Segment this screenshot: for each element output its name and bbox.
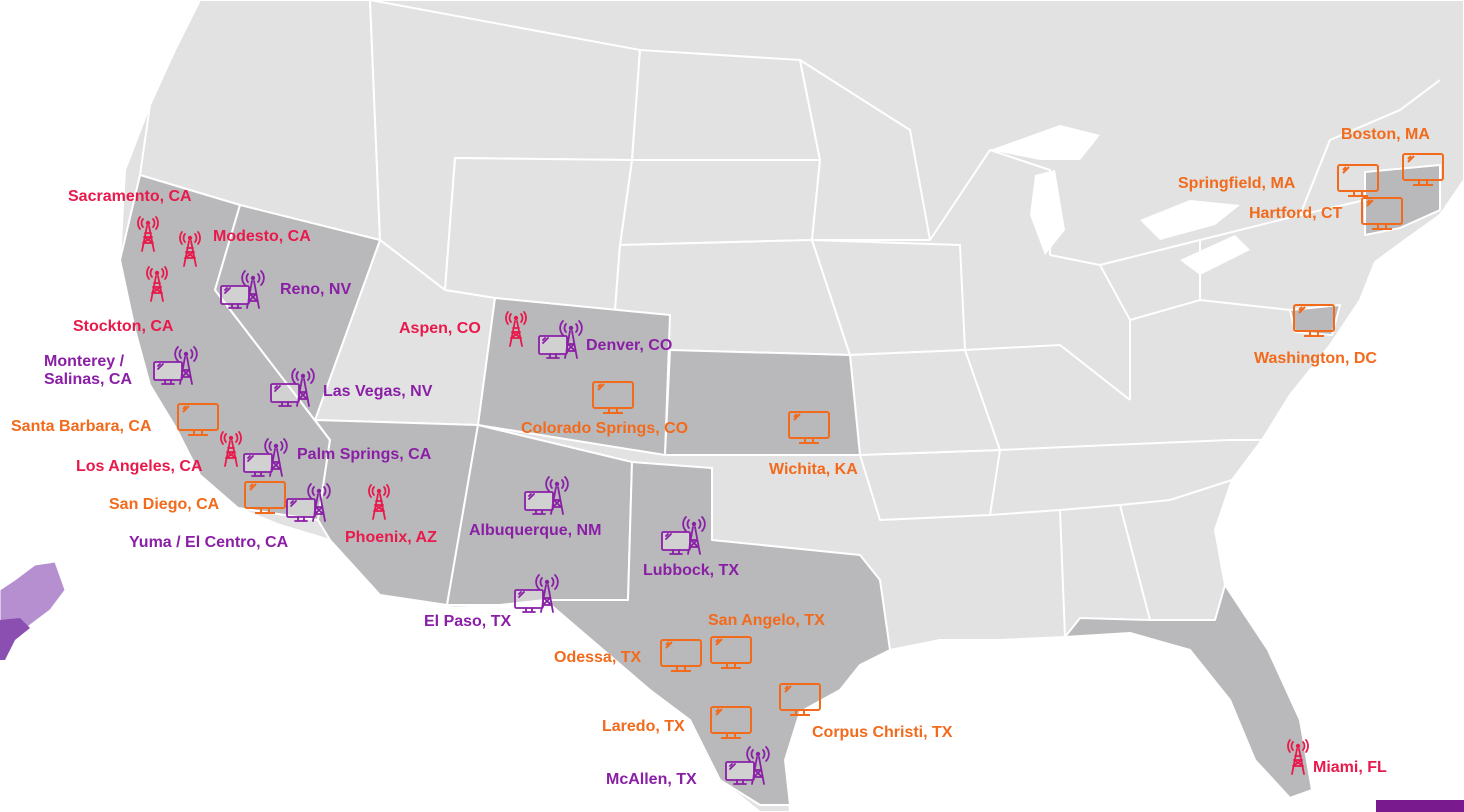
tv-radio-icon: [242, 436, 290, 480]
market-label-corpuschristi: Corpus Christi, TX: [812, 724, 953, 741]
state-kansas: [664, 349, 861, 456]
state-minnesota: [799, 59, 931, 241]
market-label-hartford: Hartford, CT: [1249, 205, 1343, 222]
tv-radio-icon: [152, 344, 200, 388]
market-label-monterey: Monterey /Salinas, CA: [44, 353, 133, 388]
tv-icon: [788, 411, 830, 444]
radio-tower-icon: [1286, 739, 1310, 776]
state-north-dakota: [631, 49, 821, 161]
tv-icon: [1360, 196, 1404, 232]
tv-radio-icon: [219, 268, 267, 312]
market-label-denver: Denver, CO: [586, 337, 673, 354]
market-label-boston: Boston, MA: [1341, 126, 1430, 143]
radio-tower-icon: [1287, 739, 1309, 775]
market-label-aspen: Aspen, CO: [399, 320, 481, 337]
market-label-springfield: Springfield, MA: [1178, 175, 1296, 192]
tv-radio-icon: [660, 514, 708, 558]
tv-icon: [243, 480, 287, 516]
market-label-sacramento: Sacramento, CA: [68, 188, 192, 205]
radio-tower-icon: [145, 266, 169, 303]
tv-icon: [1361, 197, 1403, 230]
radio-tower-icon: [178, 231, 202, 268]
tv-radio-icon: [524, 476, 569, 515]
market-label-coloradosprings: Colorado Springs, CO: [521, 420, 689, 437]
market-label-yuma: Yuma / El Centro, CA: [129, 534, 289, 551]
state-oklahoma: [859, 449, 1001, 521]
tv-radio-icon: [220, 270, 265, 309]
market-label-reno: Reno, NV: [280, 281, 352, 298]
market-label-lasvegas: Las Vegas, NV: [323, 383, 433, 400]
great-lakes: [990, 125, 1250, 275]
radio-tower-icon: [367, 484, 391, 521]
radio-tower-icon: [146, 266, 168, 302]
market-label-washington: Washington, DC: [1254, 350, 1377, 367]
radio-tower-icon: [504, 311, 528, 348]
tv-icon: [709, 635, 753, 671]
radio-tower-icon: [136, 216, 160, 253]
tv-icon: [176, 402, 220, 438]
tv-radio-icon: [153, 346, 198, 385]
market-label-sanangelo: San Angelo, TX: [708, 612, 825, 629]
market-label-wichita: Wichita, KA: [769, 461, 858, 478]
state-wyoming: [444, 157, 633, 311]
radio-tower-icon: [505, 311, 527, 347]
radio-tower-icon: [219, 431, 243, 468]
tv-icon: [591, 380, 635, 416]
radio-tower-icon: [368, 484, 390, 520]
tv-radio-icon: [537, 318, 585, 362]
tv-radio-icon: [514, 574, 559, 613]
tv-icon: [1293, 304, 1335, 337]
market-label-odessa: Odessa, TX: [554, 649, 642, 666]
tv-icon: [1292, 303, 1336, 339]
market-label-palmsprings: Palm Springs, CA: [297, 446, 432, 463]
tv-icon: [660, 639, 702, 672]
tv-icon: [1337, 164, 1379, 197]
market-label-albuquerque: Albuquerque, NM: [469, 522, 602, 539]
tv-icon: [778, 682, 822, 718]
tv-radio-icon: [523, 474, 571, 518]
tv-icon: [177, 403, 219, 436]
corner-accent-bar: [1376, 800, 1464, 812]
inset-map-shade: [0, 618, 30, 660]
tv-radio-icon: [725, 746, 770, 785]
market-label-lubbock: Lubbock, TX: [643, 562, 739, 579]
tv-radio-icon: [724, 744, 772, 788]
tv-radio-icon: [661, 516, 706, 555]
radio-tower-icon: [137, 216, 159, 252]
tv-radio-icon: [243, 438, 288, 477]
tv-icon: [779, 683, 821, 716]
tv-radio-icon: [286, 483, 331, 522]
market-label-miami: Miami, FL: [1313, 759, 1387, 776]
market-label-stockton: Stockton, CA: [73, 318, 174, 335]
market-label-santabarbara: Santa Barbara, CA: [11, 418, 152, 435]
market-label-laredo: Laredo, TX: [602, 718, 685, 735]
tv-icon: [244, 481, 286, 514]
tv-icon: [592, 381, 634, 414]
tv-icon: [710, 636, 752, 669]
tv-icon: [709, 705, 753, 741]
radio-tower-icon: [179, 231, 201, 267]
radio-tower-icon: [220, 431, 242, 467]
market-label-modesto: Modesto, CA: [213, 228, 311, 245]
state-texas: [544, 461, 891, 806]
tv-icon: [787, 410, 831, 446]
market-label-elpaso: El Paso, TX: [424, 613, 512, 630]
tv-radio-icon: [285, 481, 333, 525]
market-label-mcallen: McAllen, TX: [606, 771, 697, 788]
state-borders: [929, 79, 1441, 638]
market-label-phoenix: Phoenix, AZ: [345, 529, 437, 546]
tv-radio-icon: [269, 366, 317, 410]
tv-radio-icon: [538, 320, 583, 359]
market-label-sandiego: San Diego, CA: [109, 496, 220, 513]
tv-icon: [1401, 152, 1445, 188]
tv-radio-icon: [513, 572, 561, 616]
tv-icon: [1402, 153, 1444, 186]
tv-icon: [1336, 163, 1380, 199]
state-south-dakota: [619, 159, 821, 246]
tv-icon: [710, 706, 752, 739]
market-label-losangeles: Los Angeles, CA: [76, 458, 203, 475]
tv-radio-icon: [270, 368, 315, 407]
tv-icon: [659, 638, 703, 674]
